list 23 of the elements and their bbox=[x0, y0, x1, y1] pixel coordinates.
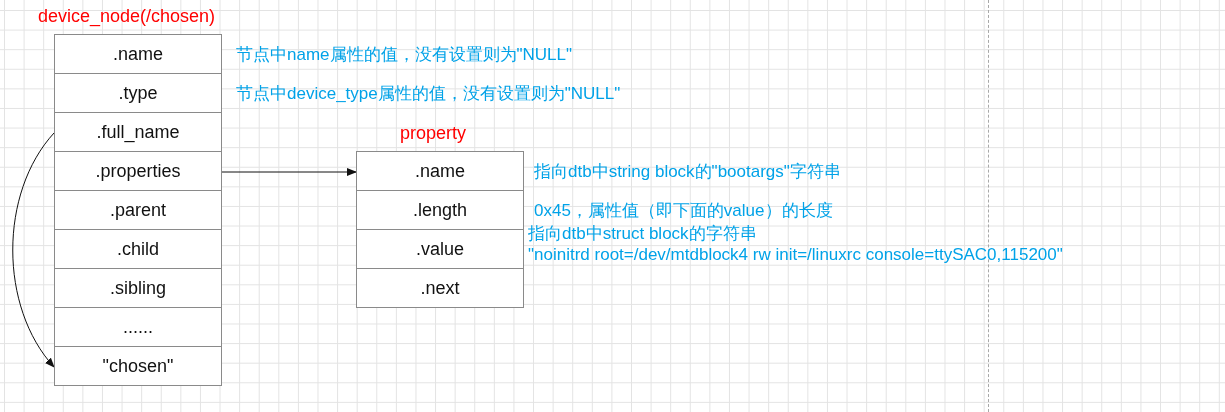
struct-title: property bbox=[400, 122, 467, 144]
field-row: "chosen" bbox=[54, 346, 222, 386]
field-description: 节点中device_type属性的值，没有设置则为"NULL" bbox=[236, 83, 621, 104]
field-row: .parent bbox=[54, 190, 222, 230]
field-row: .length bbox=[356, 190, 524, 230]
field-description: "noinitrd root=/dev/mtdblock4 rw init=/linuxrc console=ttySAC0,115200" bbox=[528, 244, 1063, 265]
arrow bbox=[12, 132, 55, 368]
field-row: .value bbox=[356, 229, 524, 269]
field-description: 指向dtb中struct block的字符串 bbox=[528, 223, 758, 244]
field-description: 0x45，属性值（即下面的value）的长度 bbox=[534, 200, 833, 221]
field-row: ...... bbox=[54, 307, 222, 347]
field-row: .name bbox=[356, 151, 524, 191]
field-description: 节点中name属性的值，没有设置则为"NULL" bbox=[236, 44, 573, 65]
field-row: .child bbox=[54, 229, 222, 269]
arrow bbox=[221, 168, 357, 176]
field-row: .name bbox=[54, 34, 222, 74]
struct-title: device_node(/chosen) bbox=[38, 5, 216, 27]
field-description: 指向dtb中string block的"bootargs"字符串 bbox=[534, 161, 841, 182]
field-row: .type bbox=[54, 73, 222, 113]
field-row: .full_name bbox=[54, 112, 222, 152]
field-row: .properties bbox=[54, 151, 222, 191]
field-row: .sibling bbox=[54, 268, 222, 308]
field-row: .next bbox=[356, 268, 524, 308]
